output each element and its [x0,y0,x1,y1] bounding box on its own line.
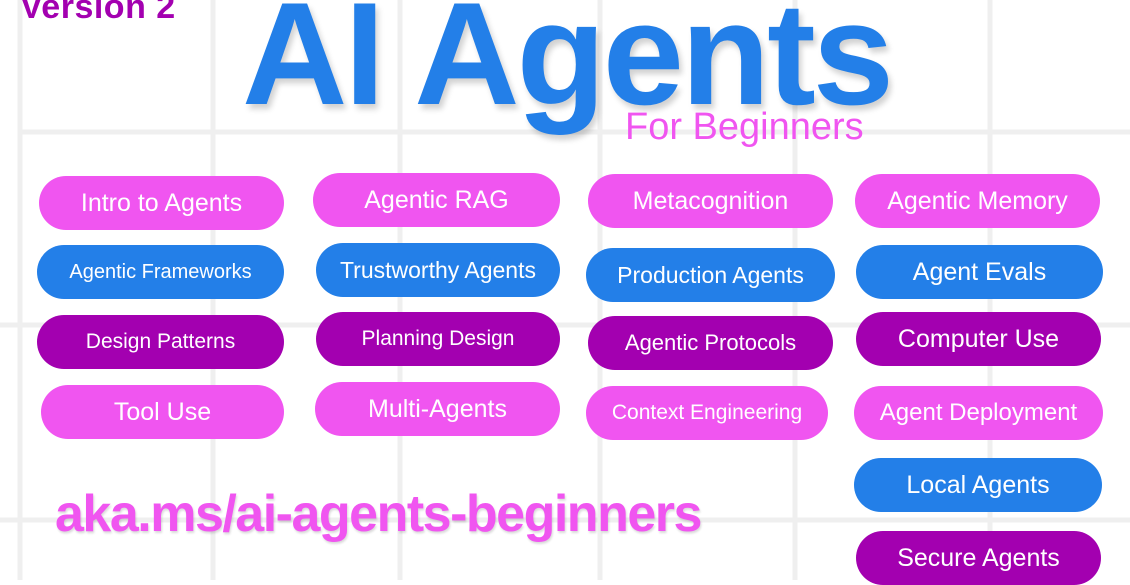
lesson-pill[interactable]: Planning Design [316,312,560,366]
lesson-pill[interactable]: Local Agents [854,458,1102,512]
lesson-pill[interactable]: Secure Agents [856,531,1101,585]
lesson-label: Agentic Protocols [624,330,797,355]
lesson-label: Agentic Frameworks [69,260,252,283]
lesson-label: Agent Evals [912,257,1047,286]
lesson-label: Trustworthy Agents [339,256,536,283]
lesson-pill[interactable]: Agent Deployment [854,386,1103,440]
lesson-label: Computer Use [897,324,1060,353]
lesson-pill[interactable]: Intro to Agents [39,176,284,230]
course-url-link[interactable]: aka.ms/ai-agents-beginners [55,485,702,543]
lesson-pill[interactable]: Design Patterns [37,315,284,369]
lesson-label: Production Agents [617,261,804,288]
lesson-pill[interactable]: Agentic Protocols [588,316,833,370]
lesson-pill[interactable]: Metacognition [588,174,833,228]
lesson-label: Design Patterns [85,330,236,353]
lesson-label: Metacognition [632,186,789,215]
lesson-pill[interactable]: Context Engineering [586,386,828,440]
lesson-label: Intro to Agents [80,188,243,217]
lesson-label: Tool Use [113,397,212,426]
lesson-label: Local Agents [906,470,1050,499]
lesson-pill[interactable]: Agentic Memory [855,174,1100,228]
lesson-pill[interactable]: Agent Evals [856,245,1103,299]
lesson-label: Planning Design [361,327,515,350]
lesson-pill[interactable]: Agentic RAG [313,173,560,227]
page-title: AI Agents [242,0,894,135]
lesson-pill[interactable]: Multi-Agents [315,382,560,436]
lesson-label: Agent Deployment [879,399,1078,426]
lesson-label: Agentic Memory [887,186,1068,215]
page-subtitle: For Beginners [625,106,864,148]
lesson-pill[interactable]: Trustworthy Agents [316,243,560,297]
lesson-pill[interactable]: Computer Use [856,312,1101,366]
lesson-label: Context Engineering [611,401,803,424]
lesson-pill[interactable]: Agentic Frameworks [37,245,284,299]
lesson-label: Agentic RAG [364,185,509,214]
lesson-label: Multi-Agents [368,394,507,423]
lesson-label: Secure Agents [897,543,1060,572]
lesson-pill[interactable]: Tool Use [41,385,284,439]
version-label: Version 2 [20,0,176,26]
lesson-pill[interactable]: Production Agents [586,248,835,302]
